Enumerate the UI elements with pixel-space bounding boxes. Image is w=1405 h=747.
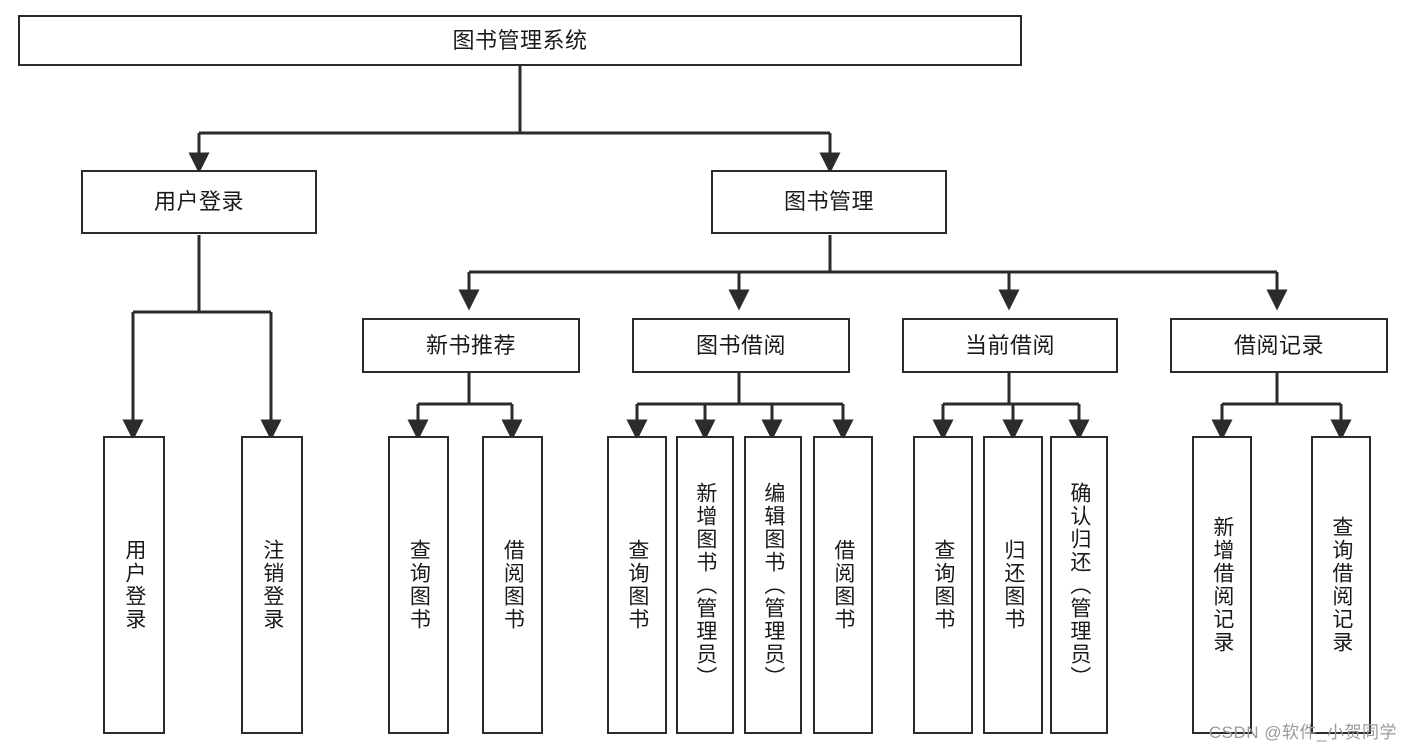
node-label: 当前借阅 [964,332,1055,358]
node-label: 确认归还（管理员） [1067,481,1091,689]
leaf-new-book-borrow[interactable]: 借阅图书 [482,436,543,734]
node-label: 图书管理系统 [452,27,588,53]
node-label: 用户登录 [153,189,244,215]
node-label: 图书借阅 [695,332,786,358]
leaf-user-login-signin[interactable]: 用户登录 [103,436,165,734]
watermark-text: CSDN @软件_小贺同学 [1208,723,1397,742]
node-new-book-recommendation[interactable]: 新书推荐 [362,318,580,373]
node-label: 借阅图书 [501,539,525,631]
leaf-book-borrow-query[interactable]: 查询图书 [607,436,667,734]
node-label: 注销登录 [260,539,284,631]
leaf-user-login-signout[interactable]: 注销登录 [241,436,303,734]
node-label: 图书管理 [783,189,874,215]
node-label: 用户登录 [122,539,146,631]
node-book-borrowing[interactable]: 图书借阅 [632,318,850,373]
leaf-book-borrow-edit-admin[interactable]: 编辑图书（管理员） [744,436,802,734]
node-label: 新书推荐 [425,332,516,358]
node-label: 查询图书 [931,539,955,631]
leaf-current-borrow-return[interactable]: 归还图书 [983,436,1043,734]
node-label: 新增借阅记录 [1210,516,1234,654]
leaf-book-borrow-add-admin[interactable]: 新增图书（管理员） [676,436,734,734]
leaf-new-book-query[interactable]: 查询图书 [388,436,449,734]
node-label: 查询图书 [407,539,431,631]
node-root-book-management-system[interactable]: 图书管理系统 [18,15,1022,66]
node-label: 查询借阅记录 [1329,516,1353,654]
node-label: 借阅记录 [1233,332,1324,358]
node-user-login[interactable]: 用户登录 [81,170,317,234]
leaf-current-borrow-confirm-return-admin[interactable]: 确认归还（管理员） [1050,436,1108,734]
node-label: 归还图书 [1001,539,1025,631]
node-label: 借阅图书 [831,539,855,631]
leaf-current-borrow-query[interactable]: 查询图书 [913,436,973,734]
leaf-borrow-record-add[interactable]: 新增借阅记录 [1192,436,1252,734]
node-label: 编辑图书（管理员） [761,481,785,689]
node-book-management[interactable]: 图书管理 [711,170,947,234]
leaf-borrow-record-query[interactable]: 查询借阅记录 [1311,436,1371,734]
node-label: 新增图书（管理员） [693,481,717,689]
node-label: 查询图书 [625,539,649,631]
node-borrowing-records[interactable]: 借阅记录 [1170,318,1388,373]
leaf-book-borrow-borrow[interactable]: 借阅图书 [813,436,873,734]
node-current-borrowing[interactable]: 当前借阅 [902,318,1118,373]
